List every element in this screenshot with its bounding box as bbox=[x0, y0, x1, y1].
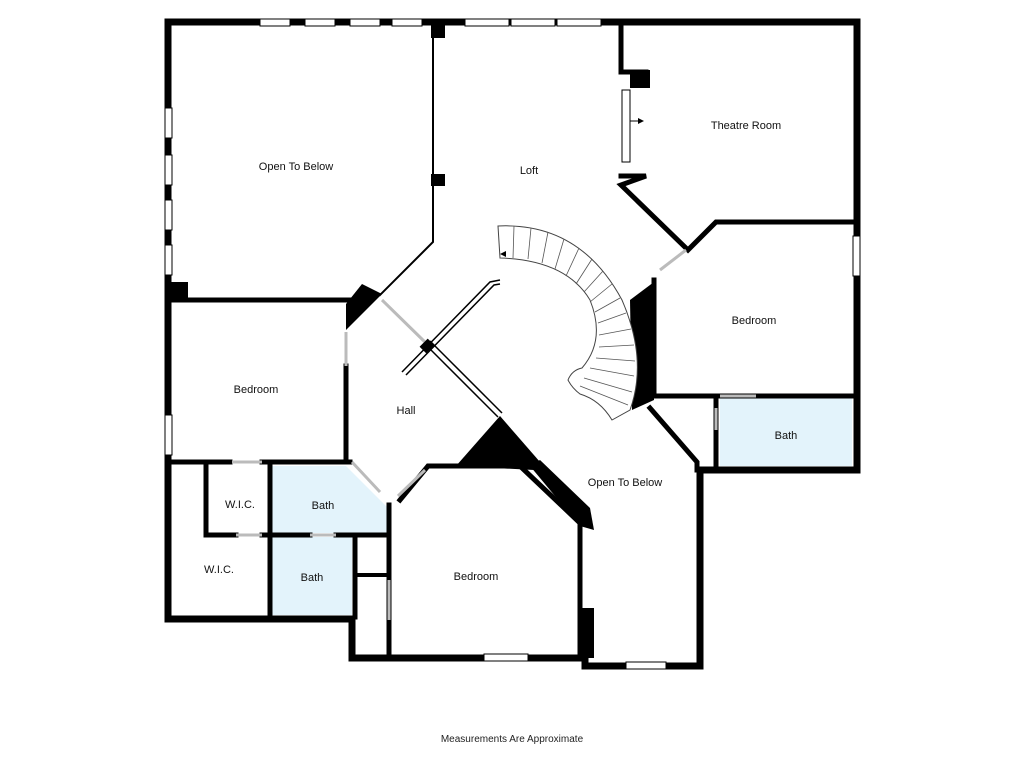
measurements-note: Measurements Are Approximate bbox=[440, 734, 584, 745]
room-label-open-to-below-top: Open To Below bbox=[259, 161, 333, 173]
door bbox=[396, 468, 427, 498]
pillar-theatre bbox=[630, 70, 650, 88]
window bbox=[625, 661, 667, 670]
wall-wic-inner bbox=[203, 459, 239, 538]
room-label-bedroom-left: Bedroom bbox=[234, 384, 279, 396]
hall-wedge bbox=[456, 416, 540, 470]
bath-fills bbox=[270, 398, 852, 615]
window bbox=[349, 18, 381, 27]
exterior-wall bbox=[164, 18, 861, 670]
window bbox=[259, 18, 291, 27]
window bbox=[164, 154, 173, 186]
windows bbox=[164, 18, 861, 670]
door bbox=[659, 248, 687, 272]
railing-post bbox=[419, 338, 435, 354]
pillar-mid bbox=[431, 174, 445, 186]
window bbox=[464, 18, 510, 27]
room-label-bath-lower: Bath bbox=[301, 572, 324, 584]
wall-openbelow-right bbox=[646, 404, 700, 473]
window bbox=[164, 414, 173, 456]
room-label-hall: Hall bbox=[397, 405, 416, 417]
wall-theatre-left bbox=[618, 23, 649, 75]
room-label-theatre-room: Theatre Room bbox=[711, 120, 781, 132]
window bbox=[164, 107, 173, 139]
door bbox=[380, 298, 430, 347]
hall-corner-nw bbox=[346, 284, 382, 330]
railing-line bbox=[425, 344, 499, 418]
doors bbox=[232, 248, 756, 620]
walls bbox=[164, 18, 861, 670]
openbelow-post bbox=[580, 608, 594, 658]
window bbox=[164, 244, 173, 276]
stair-railing bbox=[401, 279, 503, 418]
window bbox=[164, 199, 173, 231]
bath-upper-fill bbox=[270, 466, 387, 533]
stair-outer bbox=[497, 225, 638, 421]
railing-line bbox=[405, 283, 501, 376]
spiral-staircase bbox=[497, 118, 644, 421]
railing-line bbox=[429, 340, 503, 414]
window bbox=[621, 89, 631, 163]
room-label-wic-upper: W.I.C. bbox=[225, 499, 255, 511]
bath-right-fill bbox=[720, 398, 852, 466]
wall-masses bbox=[170, 22, 654, 658]
window bbox=[556, 18, 602, 27]
window bbox=[852, 235, 861, 277]
theatre-arrow bbox=[638, 118, 644, 124]
pillar-top bbox=[431, 22, 445, 38]
window bbox=[391, 18, 423, 27]
wall-theatre-lower bbox=[616, 173, 858, 254]
stair-treads bbox=[512, 225, 636, 406]
wall-bedroom-top bbox=[396, 463, 583, 659]
room-label-bath-right: Bath bbox=[775, 430, 798, 442]
window bbox=[483, 653, 529, 662]
stair-arrow bbox=[500, 251, 506, 257]
room-label-bath-upper: Bath bbox=[312, 500, 335, 512]
bath-lower-fill bbox=[272, 537, 352, 615]
window bbox=[510, 18, 556, 27]
openbelow-wall bbox=[530, 460, 594, 530]
loft-railing bbox=[378, 33, 434, 297]
room-labels: Open To Below Loft Theatre Room Bedroom … bbox=[204, 120, 797, 584]
room-label-bedroom-right: Bedroom bbox=[732, 315, 777, 327]
pillar-left bbox=[170, 282, 188, 302]
room-label-open-to-below-bottom: Open To Below bbox=[588, 477, 662, 489]
room-label-loft: Loft bbox=[520, 165, 538, 177]
room-label-wic-lower: W.I.C. bbox=[204, 564, 234, 576]
room-label-bedroom-bottom: Bedroom bbox=[454, 571, 499, 583]
window bbox=[304, 18, 336, 27]
door bbox=[350, 460, 382, 494]
